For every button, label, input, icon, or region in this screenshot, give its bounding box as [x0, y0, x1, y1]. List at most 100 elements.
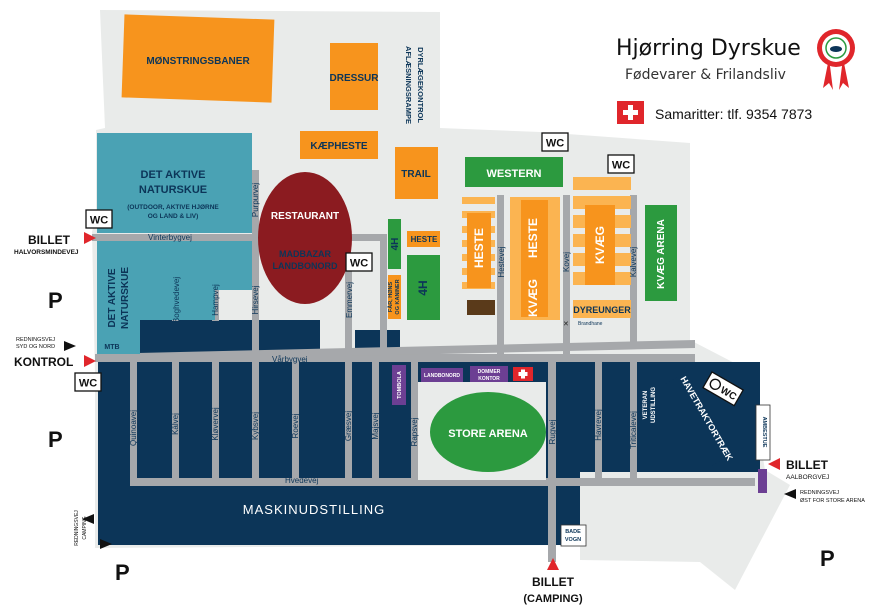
road-boghvedevej: Boghvedevej	[172, 277, 181, 323]
redning-west-label-2: SYD OG NORD	[16, 344, 55, 350]
redning-camp-label-2: CAMPING	[82, 516, 88, 539]
road-triticalevej: Triticalevej	[629, 411, 638, 449]
fourh-small-label: 4H	[390, 238, 401, 251]
road-roevej: Roevej	[291, 413, 300, 438]
trail-label: TRAIL	[401, 169, 430, 180]
heste-label-1: HESTE	[472, 228, 486, 268]
kontrol-label: KONTROL	[14, 355, 73, 369]
redning-east-label-2: ØST FOR STORE ARENA	[800, 498, 865, 504]
wc-icon: WC	[345, 252, 373, 272]
purple-marker-east	[758, 469, 767, 493]
heste-small-area	[407, 231, 440, 247]
fourh-label: 4H	[416, 280, 430, 295]
dressur-area	[330, 43, 378, 110]
store-arena-label: STORE ARENA	[448, 428, 528, 440]
faar-area	[388, 275, 401, 319]
redning-east-label-1: REDNINGSVEJ	[800, 490, 839, 496]
brandhane-marker: ✕	[563, 321, 569, 328]
billet-south-label: BILLET	[532, 575, 575, 589]
road-quinoavej: Quinoavej	[129, 410, 138, 446]
aflaesning-label-2: DYRLÆGEKONTROL	[416, 47, 425, 123]
faar-label-1: FÅR, HØNS	[387, 282, 394, 313]
road-graesvej: Græsvej	[344, 411, 353, 441]
havetraktor-area	[664, 365, 744, 467]
aflaesning-label-1: AFLÆSNINGSRAMPE	[404, 46, 413, 124]
arrow-icon	[82, 514, 94, 524]
badevogn-label-2: VOGN	[565, 537, 581, 543]
road-rugvej: Rugvej	[548, 419, 557, 444]
store-arena	[430, 392, 546, 472]
entrance-flag-icon	[768, 458, 780, 470]
wc-icon: WC	[85, 209, 113, 229]
road-klovervej: Kløvervej	[211, 407, 220, 441]
restaurant-area	[258, 172, 352, 304]
svg-text:WC: WC	[546, 138, 564, 150]
billet-south-sub: (CAMPING)	[523, 593, 583, 605]
landbonord-small-area	[421, 368, 463, 382]
entrance-flag-icon	[547, 558, 559, 570]
road-emmervej: Emmervej	[345, 282, 354, 318]
first-aid-cross-icon	[617, 101, 644, 124]
road-network	[92, 170, 755, 562]
entrance-flag-icon	[84, 232, 96, 244]
kvaeg-label-1: KVÆG	[526, 279, 540, 317]
maskin-label: MASKINUDSTILLING	[243, 502, 385, 517]
wc-icon: WC	[607, 154, 635, 174]
ambulance-area	[755, 404, 771, 461]
wc-icon: WC	[541, 132, 569, 152]
aktive-sub-1: (OUTDOOR, AKTIVE HJØRNE	[127, 204, 219, 211]
veteran-label-2: UDSTILLING	[651, 387, 657, 423]
road-hirsevej: Hirsevej	[251, 285, 260, 314]
road-kalvevej: Kalvevej	[629, 247, 638, 277]
faar-label-2: OG KANINER	[395, 279, 401, 314]
aktive-naturskue-left-area	[97, 241, 140, 354]
restaurant-label: RESTAURANT	[271, 211, 339, 222]
aktive-naturskue-area	[97, 133, 252, 233]
wc-wheelchair-icon: WC	[702, 371, 745, 407]
madbazar-label-1: MADBAZAR	[279, 249, 331, 259]
billet-west-sub: HALVORSMINDEVEJ	[14, 249, 79, 256]
parking-label: P	[48, 288, 63, 313]
western-label: WESTERN	[487, 168, 542, 180]
monstringsbaner-area	[121, 14, 275, 103]
badevogn-label-1: BADE	[565, 529, 581, 535]
road-purpurvej: Purpurvej	[251, 183, 260, 217]
road-havrevej: Havrevej	[594, 409, 603, 441]
road-hestevej: Hestevej	[497, 246, 506, 277]
road-varbygvej: Vårbygvej	[272, 355, 308, 364]
arrow-icon	[784, 489, 796, 499]
parking-label: P	[820, 546, 835, 571]
road-vinterbygvej: Vinterbygvej	[148, 233, 192, 242]
aktive-label-2: NATURSKUE	[139, 184, 207, 196]
redning-west-label-1: REDNINGSVEJ	[16, 337, 55, 343]
kvaeg-arena-area	[645, 205, 677, 301]
heste-label-2: HESTE	[526, 218, 540, 258]
mtb-label: MTB	[104, 344, 119, 351]
veteran-label-1: VETERAN	[643, 391, 649, 420]
road-kovej: Kovej	[562, 252, 571, 272]
first-aid-cross-icon	[513, 367, 533, 381]
svg-text:WC: WC	[79, 378, 97, 390]
page-subtitle: Fødevarer & Frilandsliv	[625, 67, 786, 83]
madbazar-label-2: LANDBONORD	[273, 261, 338, 271]
kvaeg-arena-label: KVÆG ARENA	[656, 219, 667, 289]
tombola-area	[392, 365, 406, 405]
aktive-sub-2: OG LAND & LIV)	[148, 213, 199, 220]
redning-camp-label-1: REDNINGSVEJ	[74, 510, 80, 546]
road-majsvej: Majsvej	[371, 412, 380, 439]
badevogn-area	[560, 524, 587, 547]
svg-text:WC: WC	[350, 258, 368, 270]
fourh-small-area	[388, 219, 401, 269]
aktive-naturskue-mid-area	[140, 241, 252, 320]
arrow-icon	[100, 539, 112, 549]
road-hvedevej: Hvedevej	[285, 476, 319, 485]
tombola-label: TOMBOLA	[397, 371, 403, 399]
brown-stall	[467, 300, 495, 315]
svg-text:WC: WC	[612, 160, 630, 172]
trail-area	[395, 147, 438, 199]
ambulance-label: AMBESTUE	[761, 417, 767, 448]
aktive-left-label-1: DET AKTIVE	[107, 268, 118, 327]
brandhane-label: Brandhane	[578, 321, 603, 327]
road-rapsvej: Rapsvej	[410, 417, 419, 446]
